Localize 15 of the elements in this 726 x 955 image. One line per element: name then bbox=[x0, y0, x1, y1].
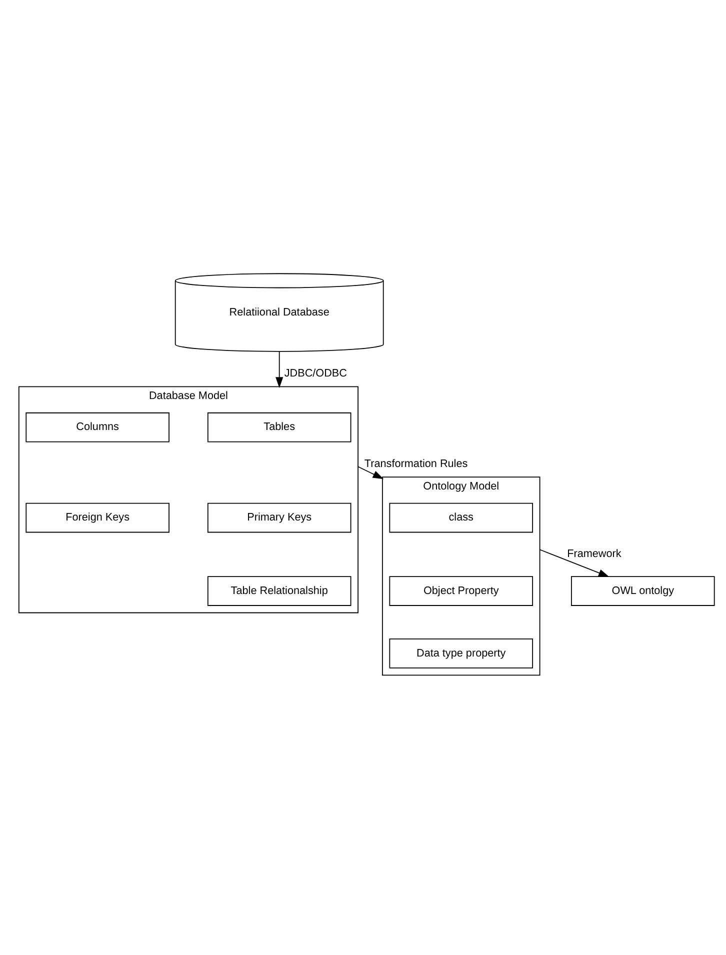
arrow bbox=[539, 548, 610, 576]
edge-label: JDBC/ODBC bbox=[284, 366, 347, 379]
node-box: Table Relationalship bbox=[207, 576, 352, 606]
arrow bbox=[276, 350, 284, 388]
arrow bbox=[358, 466, 384, 479]
edge-label: Framework bbox=[567, 548, 622, 560]
node-box: Columns bbox=[26, 412, 170, 442]
node-box: OWL ontolgy bbox=[571, 576, 715, 606]
node-box: Object Property bbox=[389, 576, 534, 606]
node-box: Primary Keys bbox=[207, 502, 352, 532]
node-box: Tables bbox=[207, 412, 352, 442]
node-box: Foreign Keys bbox=[26, 502, 170, 532]
node-box: Data type property bbox=[389, 638, 534, 668]
edge-label: Transformation Rules bbox=[364, 457, 468, 470]
node-box: class bbox=[389, 502, 534, 532]
